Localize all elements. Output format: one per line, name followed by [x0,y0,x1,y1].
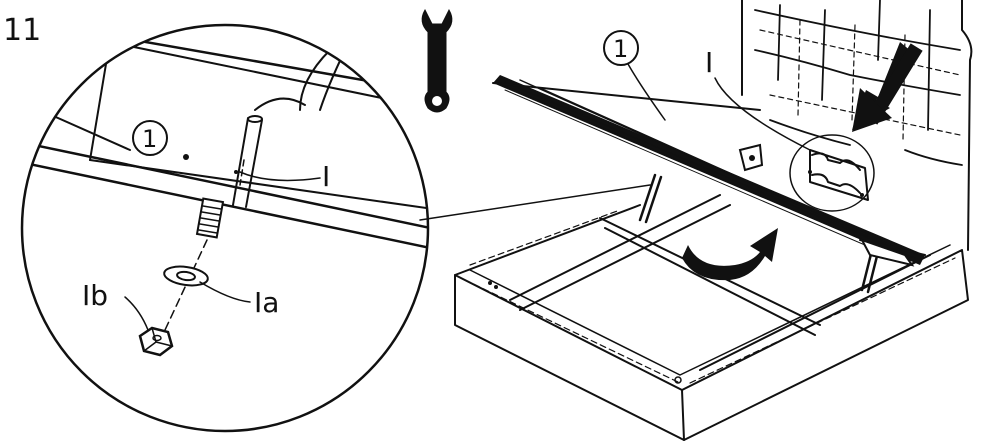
bed-part-ref: 1 [613,35,628,63]
detail-strut-label: I [322,160,330,193]
bed-lid-platform [492,75,926,265]
threaded-bolt [195,197,225,239]
washer [163,265,209,287]
gas-strut-right [859,238,915,294]
zoom-connector-line [419,184,651,221]
strut-bracket-highlight [789,134,875,212]
hex-nut [138,326,174,357]
step-number: 11 [3,13,41,48]
detail-zoom-circle [20,23,430,433]
detail-washer-label: Ia [254,286,279,319]
headboard [741,0,973,251]
gas-strut-left [638,143,764,224]
detail-part-ref: 1 [142,125,157,153]
rotate-arrow-icon [682,228,778,281]
bed-strut-label: I [705,46,713,79]
bed-part-ref-circle [603,30,639,66]
bed-frame [454,0,973,441]
arrow-down-icon [852,42,923,132]
detail-nut-label: Ib [82,279,108,312]
wrench-icon [421,8,453,113]
